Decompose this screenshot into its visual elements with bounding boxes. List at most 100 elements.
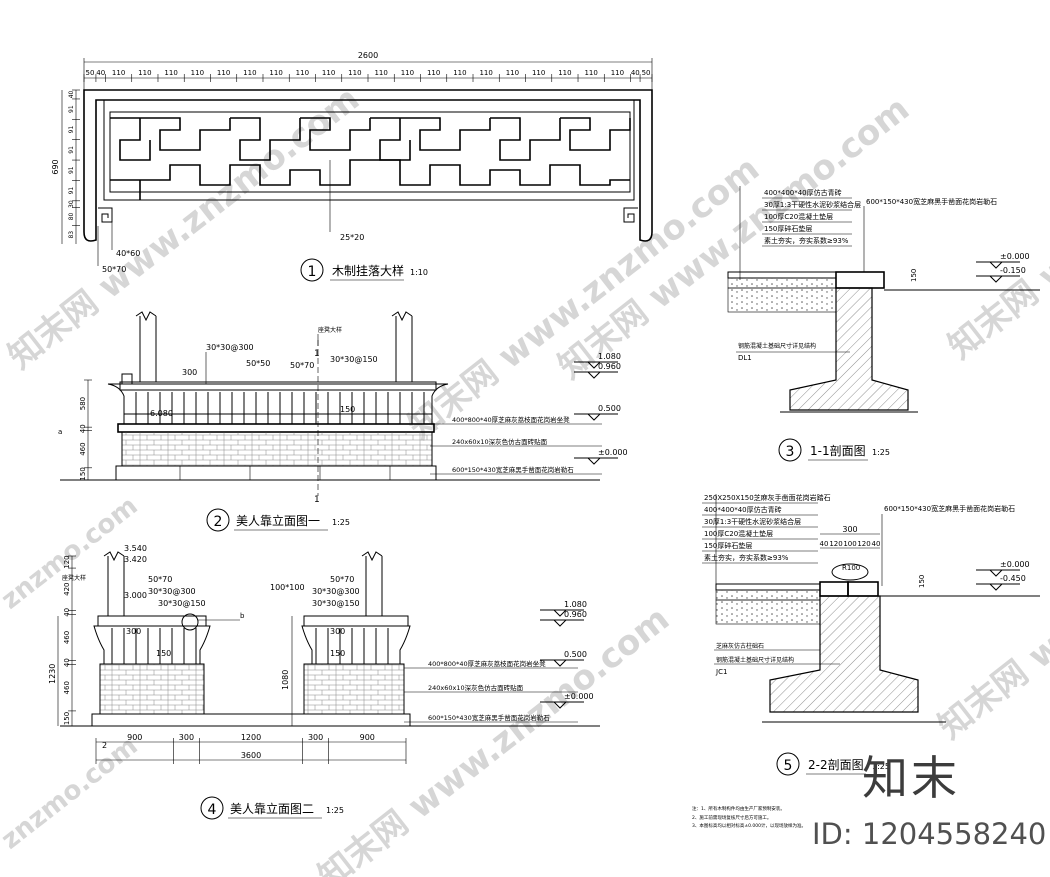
layer-note: 150厚碎石垫层 xyxy=(764,224,812,233)
watermark-site: 知末网 www.znzmo.com xyxy=(1,79,367,377)
d4-label: 100*100 xyxy=(270,583,305,592)
d5-side-note: 钢筋混凝土基础尺寸详见结构 xyxy=(716,656,794,664)
d2-section-mark: 1 xyxy=(314,349,320,359)
leader-note: 400*800*40厚芝麻灰荔枝面花岗岩坐凳 xyxy=(452,415,570,424)
d2-lamp xyxy=(121,373,133,385)
d4-label: b xyxy=(240,612,245,620)
d5-dim-top: 40 xyxy=(820,540,829,548)
d1-top-dim: 50 xyxy=(86,69,95,77)
drawing-5-section-2-2: 250X250X150芝麻灰手凿面花岗岩踏石400*400*40厚仿古青砖30厚… xyxy=(702,493,1040,776)
d1-left-dim: 91 xyxy=(68,166,75,174)
d4-label: 150 xyxy=(156,649,171,658)
d1-top-dim: 110 xyxy=(532,69,545,77)
d5-number: 5 xyxy=(784,758,793,774)
d4-label: 30*30@150 xyxy=(312,599,360,608)
level-value: 0.500 xyxy=(564,650,587,659)
bottom-dim: 1200 xyxy=(241,733,261,742)
d5-layer-notes: 250X250X150芝麻灰手凿面花岗岩踏石400*400*40厚仿古青砖30厚… xyxy=(702,493,831,564)
d1-label-b: 50*70 xyxy=(102,265,126,274)
d1-top-dim: 110 xyxy=(191,69,204,77)
d2-label: 50*50 xyxy=(246,359,270,368)
d1-top-dim: 110 xyxy=(558,69,571,77)
d2-label: 150 xyxy=(340,405,355,414)
level-symbol xyxy=(540,619,584,627)
note-line: 注：1、所有木制构件均由生产厂家预制安装。 xyxy=(692,807,785,812)
d4-bottom-total: 3600 xyxy=(241,751,261,760)
d1-top-dim: 110 xyxy=(322,69,335,77)
d2-title: 美人靠立面图一 xyxy=(236,513,320,528)
d4-balusters-right xyxy=(315,628,389,664)
d1-title: 木制挂落大样 xyxy=(332,263,404,278)
layer-note: 250X250X150芝麻灰手凿面花岗岩踏石 xyxy=(704,493,831,502)
level-value: -0.150 xyxy=(1000,266,1026,275)
layer-note: 30厚1:3干硬性水泥砂浆结合层 xyxy=(704,517,801,526)
d4-scale: 1:25 xyxy=(326,806,344,815)
d1-top-dim: 110 xyxy=(427,69,440,77)
d1-top-dim: 110 xyxy=(584,69,597,77)
left-dim: 460 xyxy=(79,442,87,455)
level-symbol xyxy=(540,659,584,667)
d4-label: 30*30@300 xyxy=(312,587,360,596)
d5-code: JC1 xyxy=(715,668,727,676)
level-value: 1.080 xyxy=(598,352,621,361)
d3-levels: ±0.000 -0.150 xyxy=(976,252,1030,283)
d5-radius: R100 xyxy=(842,564,860,572)
d2-label: 30*30@150 xyxy=(330,355,378,364)
d3-side-note: 钢筋混凝土基础尺寸详见结构 xyxy=(738,342,816,350)
drawing-2-bench-elevation-1: 1 1 座凳大样 30*30@300 300 50*50 50*70 30*30… xyxy=(58,311,628,532)
leader-note: 600*150*430宽芝麻黑手凿面花岗岩勒石 xyxy=(452,465,574,474)
level-value: 1.080 xyxy=(564,600,587,609)
bottom-dim: 300 xyxy=(179,733,194,742)
d4-label: 50*70 xyxy=(148,575,172,584)
layer-note: 150厚碎石垫层 xyxy=(704,541,752,550)
d4-ref: 座凳大样 xyxy=(62,574,86,582)
level-value: ±0.000 xyxy=(598,448,628,457)
d1-top-dim: 110 xyxy=(401,69,414,77)
d1-left-dim: 83 xyxy=(68,231,75,239)
left-dim: 420 xyxy=(63,583,71,596)
d3-layer-notes: 400*400*40厚仿古青砖30厚1:3干硬性水泥砂浆结合层100厚C20混凝… xyxy=(762,188,861,247)
d5-dim-top: 120 xyxy=(829,540,842,548)
layer-note: 素土夯实，夯实系数≥93% xyxy=(704,553,789,562)
bottom-dim: 900 xyxy=(127,733,142,742)
d3-scale: 1:25 xyxy=(872,448,890,457)
d1-scale: 1:10 xyxy=(410,268,428,277)
d1-top-dim: 110 xyxy=(112,69,125,77)
d5-title: 2-2剖面图 xyxy=(808,758,864,772)
d1-left-dim: 30 xyxy=(68,200,75,208)
d1-left-dim: 91 xyxy=(68,146,75,154)
d4-elev: 3.540 xyxy=(124,544,147,553)
d1-left-total: 690 xyxy=(51,159,60,174)
d2-label: a xyxy=(58,428,62,436)
d2-label: 300 xyxy=(182,368,197,377)
watermark-site: 知末网 www.znzmo.com xyxy=(401,149,767,447)
level-symbol xyxy=(976,261,1020,269)
d1-top-dim: 110 xyxy=(611,69,624,77)
d1-left-dim: 91 xyxy=(68,187,75,195)
d1-top-dim: 110 xyxy=(164,69,177,77)
d1-top-dim: 110 xyxy=(138,69,151,77)
level-value: ±0.000 xyxy=(1000,560,1030,569)
drawing-3-section-1-1: 400*400*40厚仿古青砖30厚1:3干硬性水泥砂浆结合层100厚C20混凝… xyxy=(727,186,1040,462)
watermark-site-short: znzmo.com xyxy=(0,731,144,856)
d5-levels: ±0.000-0.450 xyxy=(976,560,1030,591)
d1-number: 1 xyxy=(308,264,317,280)
d1-left-dim: 80 xyxy=(68,212,75,220)
d5-dim-top: 300 xyxy=(842,525,857,534)
level-value: ±0.000 xyxy=(1000,252,1030,261)
d5-dim: 150 xyxy=(918,575,926,588)
layer-note: 100厚C20混凝土垫层 xyxy=(704,529,773,538)
layer-note: 100厚C20混凝土垫层 xyxy=(764,212,833,221)
d5-top-note: 600*150*430宽芝麻黑手凿面花岗岩勒石 xyxy=(884,504,1015,513)
d4-label: 300 xyxy=(330,627,345,636)
level-symbol xyxy=(976,275,1020,283)
bottom-dim: 300 xyxy=(308,733,323,742)
d4-number: 4 xyxy=(208,802,217,818)
d2-section-mark: 1 xyxy=(314,495,320,505)
